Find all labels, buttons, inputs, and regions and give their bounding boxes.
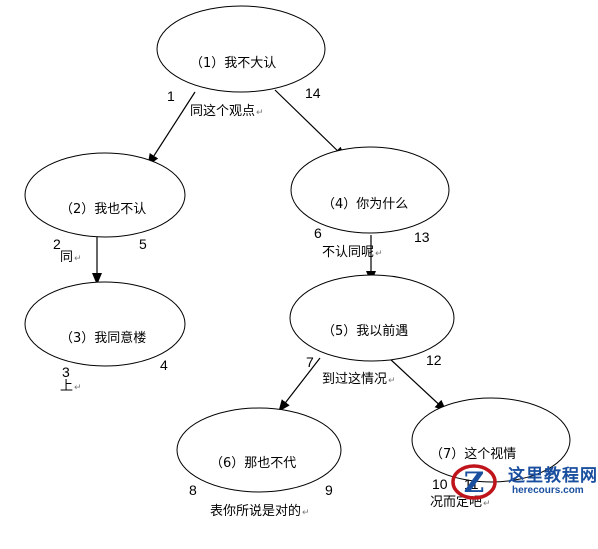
edge-5-to-7 [388, 357, 447, 412]
paragraph-mark: ↵ [302, 508, 310, 518]
node-5-text: （5）我以前遇 到过这情况↵ [322, 296, 408, 417]
paragraph-mark: ↵ [388, 376, 396, 386]
node-1-left-number: 1 [167, 88, 175, 104]
node-2-right-number: 5 [139, 236, 147, 252]
node-5-line-1: （5）我以前遇 [322, 324, 409, 339]
node-5-left-number: 7 [306, 354, 314, 370]
node-3-left-number: 3 [62, 364, 70, 380]
node-2-line-1: （2）我也不认 [60, 202, 147, 217]
site-logo-icon: Z [451, 464, 497, 500]
node-1-line-1: （1）我不大认 [190, 56, 277, 71]
node-3-line-1: （3）我同意楼 [60, 331, 147, 346]
paragraph-mark: ↵ [74, 383, 82, 393]
node-5-line-2: 到过这情况 [322, 372, 388, 387]
node-6-text: （6）那也不代 表你所说是对的↵ [210, 428, 310, 549]
node-1-right-number: 14 [305, 85, 321, 101]
watermark-title: 这里教程网 [508, 466, 598, 486]
node-6-left-number: 8 [189, 482, 197, 498]
node-2-left-number: 2 [53, 236, 61, 252]
node-4-left-number: 6 [314, 225, 322, 241]
node-1-ellipse [156, 5, 326, 93]
node-7-line-1: （7）这个视情 [430, 447, 517, 462]
paragraph-mark: ↵ [256, 108, 264, 118]
node-7-ellipse [411, 397, 571, 483]
node-3-right-number: 4 [160, 357, 168, 373]
node-6-ellipse [176, 407, 342, 493]
node-3-ellipse [24, 281, 186, 367]
node-6-line-1: （6）那也不代 [210, 456, 297, 471]
node-4-ellipse [290, 146, 450, 234]
node-1-line-2: 同这个观点 [190, 104, 256, 119]
node-4-text: （4）你为什么 不认同呢↵ [322, 169, 408, 290]
node-3-line-2: 上 [60, 379, 74, 394]
node-1-text: （1）我不大认 同这个观点↵ [190, 28, 276, 149]
tree-diagram [24, 5, 571, 493]
logo-letter: Z [464, 466, 484, 499]
node-4-line-1: （4）你为什么 [322, 197, 409, 212]
node-4-line-2: 不认同呢 [322, 245, 375, 260]
paragraph-mark: ↵ [375, 249, 383, 259]
node-6-right-number: 9 [325, 482, 333, 498]
paragraph-mark: ↵ [74, 254, 82, 264]
edge-5-to-6 [278, 357, 321, 412]
node-2-text: （2）我也不认 同↵ [60, 174, 146, 295]
node-5-ellipse [289, 274, 455, 362]
node-2-line-2: 同 [60, 250, 74, 265]
edge-1-to-2 [147, 91, 196, 166]
node-5-right-number: 12 [426, 352, 442, 368]
node-7-right-number: 11 [464, 476, 479, 492]
node-6-line-2: 表你所说是对的 [210, 504, 302, 519]
node-3-text: （3）我同意楼 上↵ [60, 303, 146, 424]
watermark-url: herecours.com [512, 485, 584, 496]
node-4-right-number: 13 [414, 229, 430, 245]
site-watermark: Z 这里教程网 herecours.com [446, 459, 598, 502]
node-7-left-number: 10 [432, 476, 448, 492]
edge-1-to-4 [274, 89, 346, 159]
node-2-ellipse [24, 152, 186, 238]
